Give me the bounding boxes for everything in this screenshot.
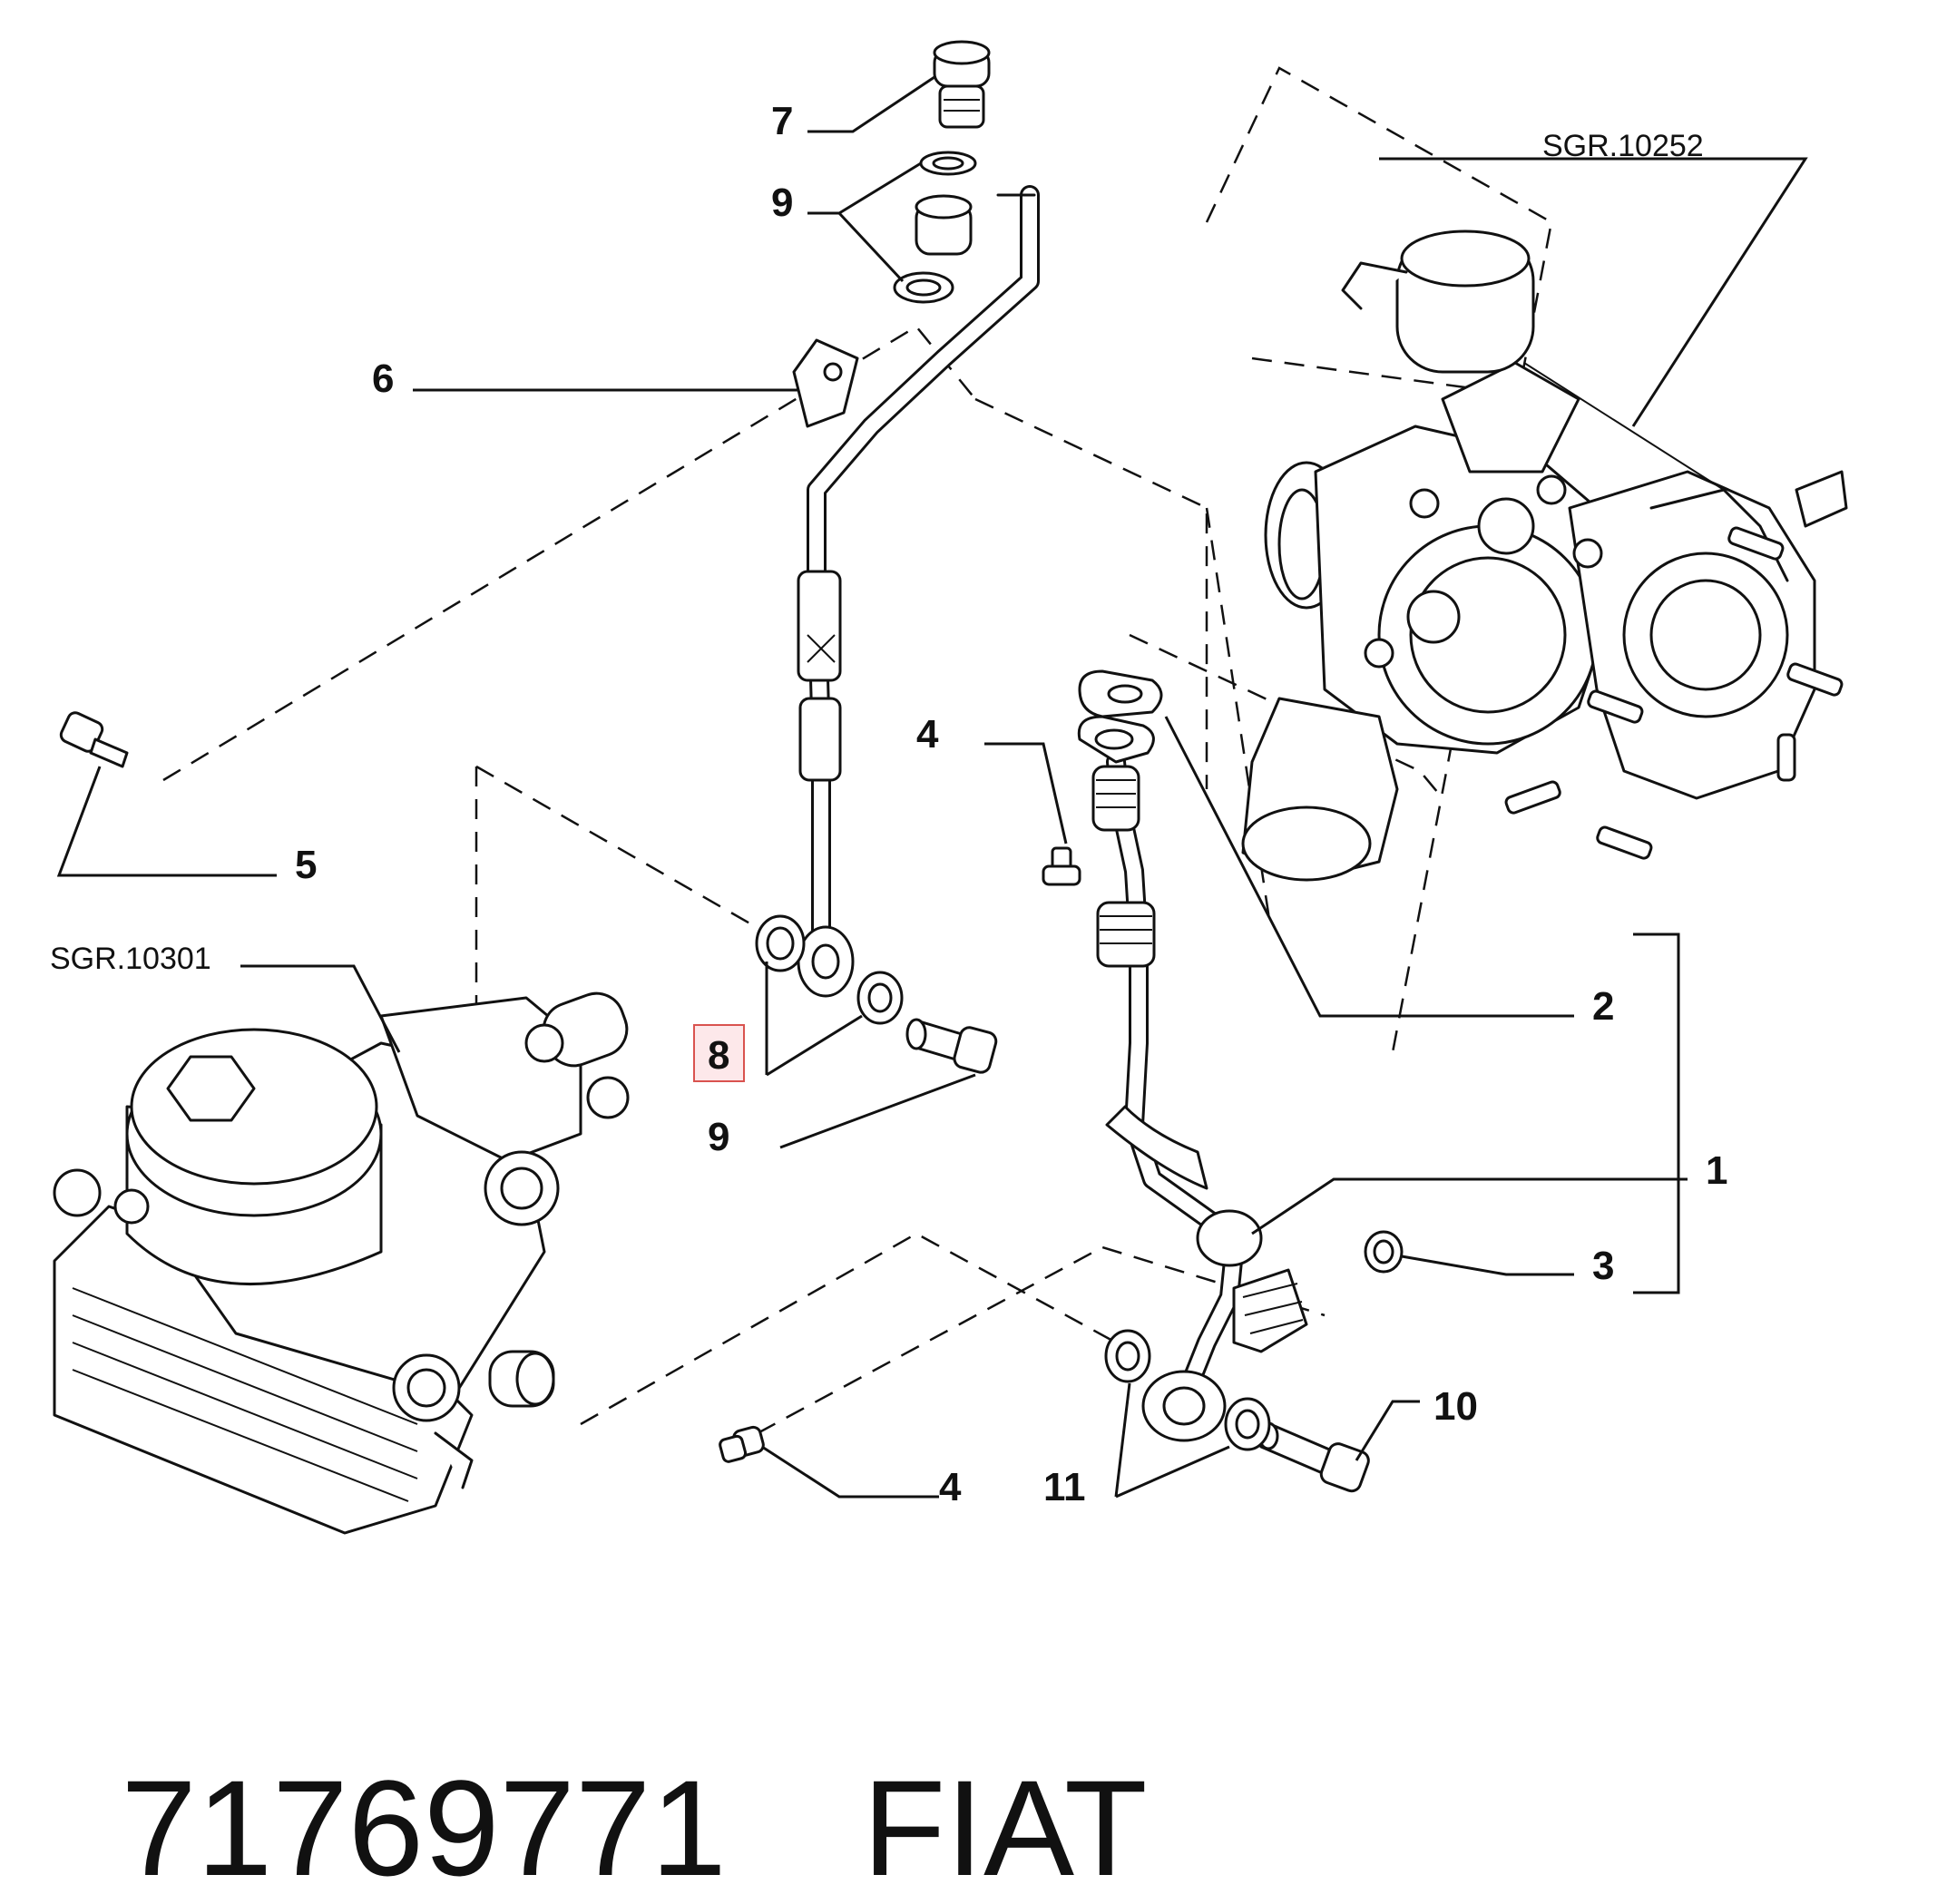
callout-1[interactable]: 1: [1706, 1148, 1727, 1193]
part-number: 71769771: [121, 1752, 727, 1904]
banjo-bolt-10: [1257, 1421, 1370, 1493]
callout-11[interactable]: 11: [1043, 1465, 1086, 1509]
gasket-2: [1078, 669, 1163, 718]
washers-upper: [893, 151, 977, 304]
oil-return-pipe: [1077, 715, 1308, 1442]
bolt-5: [59, 711, 129, 768]
callout-4-upper[interactable]: 4: [916, 712, 939, 757]
ref-sgr-10301[interactable]: SGR.10301: [50, 942, 211, 976]
banjo-bolt-7: [933, 40, 991, 129]
bolt-4-upper: [1042, 846, 1081, 886]
o-ring-3: [1364, 1230, 1404, 1274]
washers-11: [1104, 1329, 1271, 1451]
callout-2[interactable]: 2: [1592, 984, 1614, 1029]
oil-feed-pipe: [792, 185, 1040, 998]
callout-5[interactable]: 5: [295, 843, 317, 887]
callout-9-lower[interactable]: 9: [708, 1115, 729, 1159]
turbocharger: [1241, 229, 1848, 882]
callout-9-upper[interactable]: 9: [771, 181, 793, 225]
callout-6[interactable]: 6: [372, 356, 394, 401]
bolt-4-lower: [719, 1425, 765, 1463]
ref-sgr-10252[interactable]: SGR.10252: [1542, 129, 1704, 163]
callout-7[interactable]: 7: [771, 99, 793, 143]
callout-4-lower[interactable]: 4: [939, 1465, 962, 1509]
assembly-lines: [162, 66, 1553, 1435]
callout-8-highlight: [693, 1024, 745, 1082]
banjo-bolt-9: [905, 1018, 998, 1074]
callout-8[interactable]: 8: [708, 1033, 729, 1078]
callouts: 7 9 6 SGR.10252 4 5 SGR.10301 8 9 2 1 3 …: [50, 99, 1727, 1509]
parts-diagram: 7 9 6 SGR.10252 4 5 SGR.10301 8 9 2 1 3 …: [50, 40, 1848, 1535]
callout-10[interactable]: 10: [1433, 1384, 1478, 1429]
washers-lower: [755, 914, 904, 1025]
leader-lines: [56, 75, 1808, 1499]
callout-3[interactable]: 3: [1592, 1244, 1614, 1288]
oil-filter-housing: [53, 991, 630, 1535]
brand-name: FIAT: [862, 1752, 1148, 1904]
